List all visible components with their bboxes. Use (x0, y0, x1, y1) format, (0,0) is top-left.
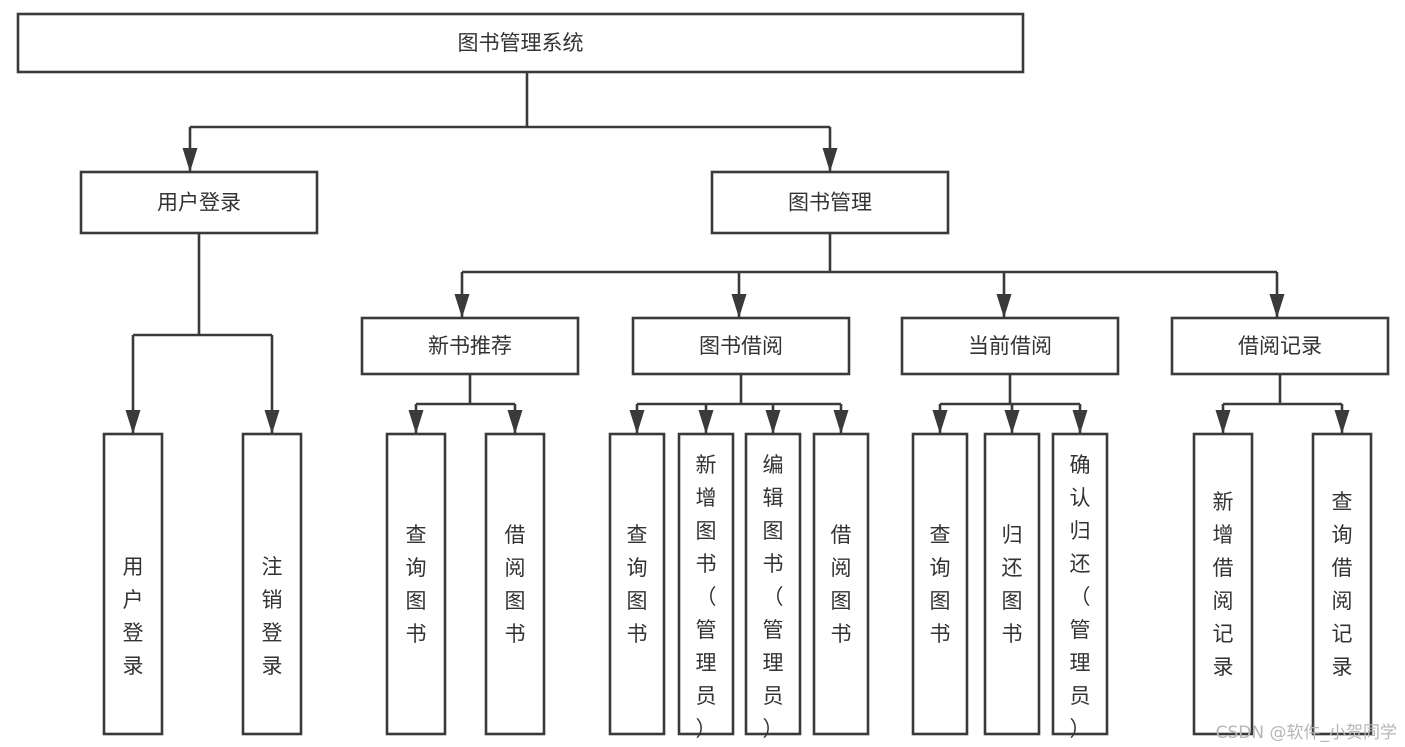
node-leaf-confirm-return[interactable]: 确认归还（管理员） (1051, 432, 1109, 741)
node-box (1311, 432, 1373, 736)
node-leaf-user-logout[interactable]: 注销登录 (241, 432, 303, 736)
arrow-head-icon (1072, 410, 1088, 434)
node-book-manage[interactable]: 图书管理 (710, 170, 950, 235)
node-box (102, 432, 164, 736)
node-box (241, 432, 303, 736)
node-label: 借阅图书 (505, 523, 526, 646)
node-box (608, 432, 666, 736)
node-leaf-add-borrow-record[interactable]: 新增借阅记录 (1192, 432, 1254, 736)
node-label: 图书管理 (788, 191, 872, 215)
node-label: 图书借阅 (699, 334, 783, 358)
node-leaf-edit-book[interactable]: 编辑图书（管理员） (744, 432, 802, 741)
node-box (360, 316, 580, 376)
node-label: 查询图书 (406, 523, 427, 646)
watermark-label: CSDN @软件_小贺同学 (1215, 723, 1397, 743)
node-box (79, 170, 319, 235)
node-current-borrow[interactable]: 当前借阅 (900, 316, 1120, 376)
arrow-head-icon (833, 410, 849, 434)
arrow-head-icon (125, 410, 141, 434)
arrow-head-icon (629, 410, 645, 434)
node-box (385, 432, 447, 736)
node-label: 查询借阅记录 (1332, 490, 1353, 679)
node-box (911, 432, 969, 736)
node-box (677, 432, 735, 736)
arrow-head-icon (996, 294, 1012, 318)
arrow-head-icon (731, 294, 747, 318)
node-label: 图书管理系统 (458, 31, 584, 55)
node-leaf-borrow-book-1[interactable]: 借阅图书 (484, 432, 546, 736)
node-box (484, 432, 546, 736)
node-label: 确认归还（管理员） (1070, 453, 1091, 741)
node-leaf-query-book-2[interactable]: 查询图书 (608, 432, 666, 736)
node-leaf-query-book-1[interactable]: 查询图书 (385, 432, 447, 736)
connectors-layer (131, 72, 1344, 434)
node-borrow-record[interactable]: 借阅记录 (1170, 316, 1390, 376)
node-label: 新书推荐 (428, 334, 512, 358)
node-box (710, 170, 950, 235)
arrow-head-icon (454, 294, 470, 318)
arrow-head-icon (264, 410, 280, 434)
node-label: 查询图书 (627, 523, 648, 646)
node-root[interactable]: 图书管理系统 (16, 12, 1025, 74)
node-label: 当前借阅 (968, 334, 1052, 358)
arrow-head-icon (1269, 294, 1285, 318)
arrow-head-icon (765, 410, 781, 434)
node-label: 查询图书 (930, 523, 951, 646)
node-label: 借阅记录 (1238, 334, 1322, 358)
node-box (16, 12, 1025, 74)
arrow-head-icon (822, 148, 838, 172)
node-box (812, 432, 870, 736)
node-box (900, 316, 1120, 376)
node-label: 编辑图书（管理员） (763, 453, 784, 741)
node-label: 用户登录 (157, 191, 241, 215)
node-book-borrow[interactable]: 图书借阅 (631, 316, 851, 376)
arrow-head-icon (698, 410, 714, 434)
node-leaf-query-book-3[interactable]: 查询图书 (911, 432, 969, 736)
node-label: 归还图书 (1002, 523, 1023, 646)
node-box (744, 432, 802, 736)
arrow-head-icon (1334, 410, 1350, 434)
arrow-head-icon (507, 410, 523, 434)
node-leaf-add-book[interactable]: 新增图书（管理员） (677, 432, 735, 741)
arrow-head-icon (932, 410, 948, 434)
arrow-head-icon (408, 410, 424, 434)
arrow-head-icon (1004, 410, 1020, 434)
node-label: 新增图书（管理员） (696, 453, 717, 741)
arrow-heads-layer (125, 148, 1350, 434)
node-box (1170, 316, 1390, 376)
node-leaf-query-borrow-record[interactable]: 查询借阅记录 (1311, 432, 1373, 736)
node-leaf-return-book[interactable]: 归还图书 (983, 432, 1041, 736)
node-box (1192, 432, 1254, 736)
node-user-login[interactable]: 用户登录 (79, 170, 319, 235)
node-label: 新增借阅记录 (1213, 490, 1234, 679)
arrow-head-icon (182, 148, 198, 172)
node-label: 借阅图书 (831, 523, 852, 646)
node-box (983, 432, 1041, 736)
arrow-head-icon (1215, 410, 1231, 434)
node-label: 用户登录 (123, 555, 144, 678)
nodes-layer: 图书管理系统用户登录图书管理新书推荐图书借阅当前借阅借阅记录用户登录注销登录查询… (16, 12, 1390, 741)
node-new-book-recommend[interactable]: 新书推荐 (360, 316, 580, 376)
node-leaf-borrow-book-2[interactable]: 借阅图书 (812, 432, 870, 736)
node-leaf-user-login[interactable]: 用户登录 (102, 432, 164, 736)
node-box (631, 316, 851, 376)
node-label: 注销登录 (262, 555, 283, 678)
node-box (1051, 432, 1109, 736)
